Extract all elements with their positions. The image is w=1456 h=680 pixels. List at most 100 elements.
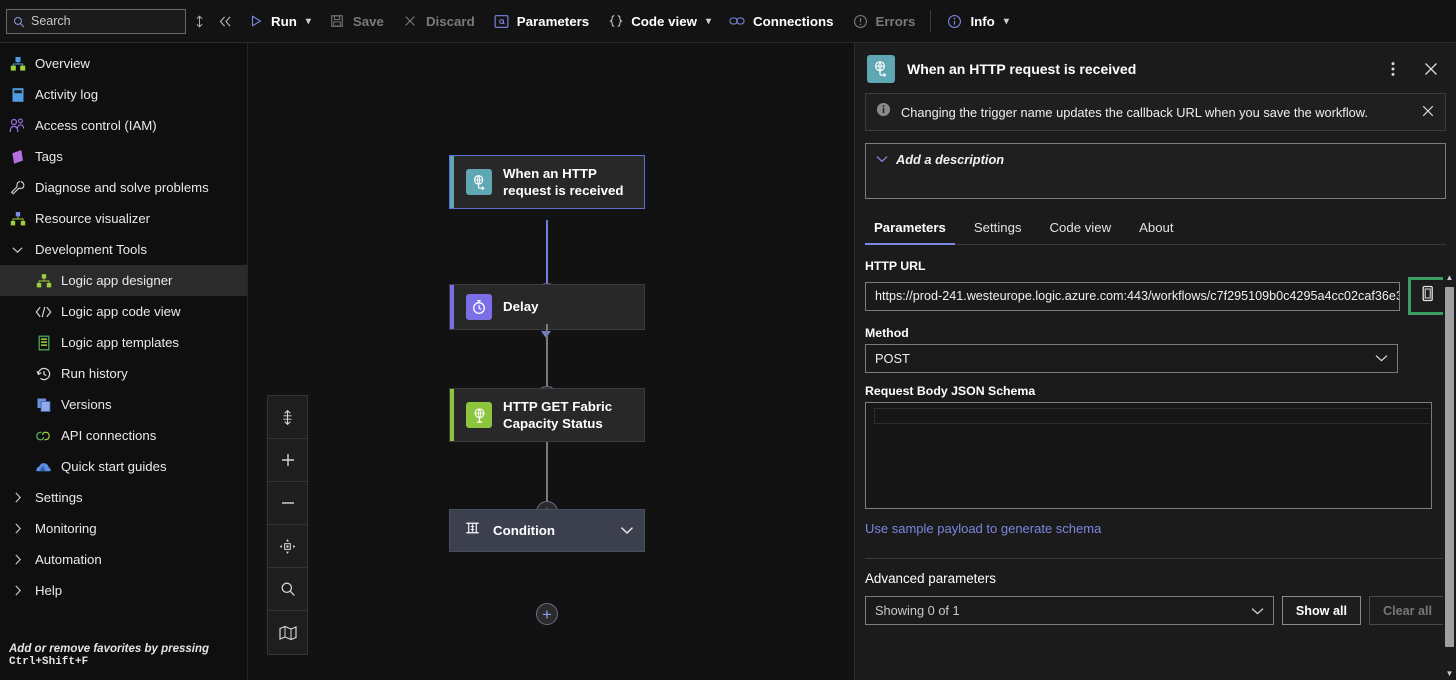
section-divider [865,558,1446,559]
trigger-details-panel: When an HTTP request is received Changin… [854,43,1456,680]
connector-1 [546,220,548,284]
panel-scrollbar[interactable]: ▲ ▼ [1443,271,1456,680]
chevron-down-icon [876,154,888,166]
node-accent-stripe [450,389,454,442]
tab-about[interactable]: About [1130,213,1182,244]
sidebar-group-settings[interactable]: Settings [0,482,247,513]
sidebar-group-monitoring[interactable]: Monitoring [0,513,247,544]
http-url-input[interactable]: https://prod-241.westeurope.logic.azure.… [865,281,1400,311]
connections-button[interactable]: Connections [720,6,843,36]
code-view-button[interactable]: Code view ▾ [598,6,720,36]
sidebar-item-logic-app-code-view[interactable]: Logic app code view [0,296,247,327]
fit-to-screen-icon[interactable] [268,396,307,439]
workflow-canvas[interactable]: When an HTTP request is received + Delay… [249,43,853,680]
sidebar-item-run-history[interactable]: Run history [0,358,247,389]
sidebar-item-resource-visualizer[interactable]: Resource visualizer [0,203,247,234]
run-label: Run [271,13,297,29]
chevron-down-icon[interactable]: ▾ [305,15,311,27]
sidebar-item-diagnose[interactable]: Diagnose and solve problems [0,172,247,203]
sidebar-group-help[interactable]: Help [0,575,247,606]
tag-icon [9,148,26,165]
resize-vertical-icon[interactable] [186,6,212,36]
run-button[interactable]: Run ▾ [238,6,320,36]
method-value: POST [875,351,910,366]
chevron-right-icon [9,492,26,503]
info-banner: Changing the trigger name updates the ca… [865,93,1446,131]
discard-label: Discard [425,13,475,29]
search-icon[interactable] [268,568,307,611]
sidebar-item-logic-app-templates[interactable]: Logic app templates [0,327,247,358]
alert-circle-icon [852,13,869,30]
condition-header[interactable]: Condition [449,509,645,552]
tab-code-view[interactable]: Code view [1041,213,1121,244]
search-input[interactable] [31,14,179,28]
description-field[interactable]: Add a description [865,143,1446,199]
workflow-node-http-get[interactable]: HTTP GET Fabric Capacity Status [449,388,645,443]
sidebar-group-label: Help [35,583,63,598]
workflow-node-condition[interactable]: 2 Cases Condition [427,509,655,599]
sidebar-group-development-tools[interactable]: Development Tools [0,234,247,265]
show-all-button[interactable]: Show all [1281,596,1361,625]
wrench-icon [9,179,26,196]
dismiss-banner-icon[interactable] [1421,104,1435,121]
sidebar-item-tags[interactable]: Tags [0,141,247,172]
request-body-schema-label: Request Body JSON Schema [865,384,1036,398]
sidebar-item-quick-start-guides[interactable]: Quick start guides [0,451,247,482]
favorites-hint: Add or remove favorites by pressing Ctrl… [9,643,247,668]
collapse-sidebar-icon[interactable] [212,6,238,36]
chevron-down-icon[interactable]: ▾ [705,15,711,27]
scrollbar-thumb[interactable] [1445,287,1454,647]
sidebar-item-overview[interactable]: Overview [0,48,247,79]
sidebar-item-api-connections[interactable]: API connections [0,420,247,451]
close-icon[interactable] [1418,56,1444,82]
parameters-button[interactable]: Parameters [484,6,598,36]
scroll-up-icon[interactable]: ▲ [1445,273,1454,282]
search-input-wrapper[interactable] [6,8,186,34]
recenter-icon[interactable] [268,525,307,568]
info-button[interactable]: Info ▾ [937,6,1017,36]
node-accent-stripe [450,156,454,209]
info-banner-text: Changing the trigger name updates the ca… [901,104,1368,120]
sidebar-item-activity-log[interactable]: Activity log [0,79,247,110]
code-view-label: Code view [631,13,697,29]
parameters-label: Parameters [516,13,590,29]
condition-icon [464,520,482,541]
tab-parameters[interactable]: Parameters [865,213,955,245]
sample-payload-link[interactable]: Use sample payload to generate schema [865,521,1102,536]
sidebar-item-access-control[interactable]: Access control (IAM) [0,110,247,141]
scroll-down-icon[interactable]: ▼ [1445,669,1454,678]
connector-2 [546,324,548,388]
left-sidebar: Overview Activity log Access control (IA… [0,43,248,680]
activity-log-icon [9,86,26,103]
sidebar-item-label: Quick start guides [61,459,167,474]
tab-settings[interactable]: Settings [965,213,1031,244]
errors-button[interactable]: Errors [843,6,925,36]
http-request-trigger-icon [466,169,492,196]
chevron-down-icon[interactable] [620,522,634,540]
http-action-icon [466,402,492,429]
node-title: When an HTTP request is received [503,166,624,199]
request-body-schema-editor[interactable] [865,402,1432,509]
designer-icon [35,272,52,289]
method-select[interactable]: POST [865,344,1398,373]
more-vertical-icon[interactable] [1380,56,1406,82]
sidebar-group-label: Development Tools [35,242,147,257]
discard-button[interactable]: Discard [393,6,484,36]
sidebar-item-logic-app-designer[interactable]: Logic app designer [0,265,247,296]
sidebar-group-automation[interactable]: Automation [0,544,247,575]
chevron-down-icon [1251,603,1264,618]
zoom-in-icon[interactable] [268,439,307,482]
chevron-down-icon [9,246,26,254]
save-button[interactable]: Save [320,6,393,36]
add-step-button-4[interactable]: + [536,603,558,625]
panel-title: When an HTTP request is received [907,61,1137,77]
sidebar-item-versions[interactable]: Versions [0,389,247,420]
chevron-down-icon[interactable]: ▾ [1003,15,1009,27]
minimap-icon[interactable] [268,611,307,654]
advanced-parameters-select[interactable]: Showing 0 of 1 [865,596,1274,625]
copy-url-button[interactable] [1408,277,1446,315]
sidebar-item-label: Versions [61,397,112,412]
zoom-out-icon[interactable] [268,482,307,525]
workflow-node-http-trigger[interactable]: When an HTTP request is received [449,155,645,210]
clear-all-button[interactable]: Clear all [1368,596,1446,625]
